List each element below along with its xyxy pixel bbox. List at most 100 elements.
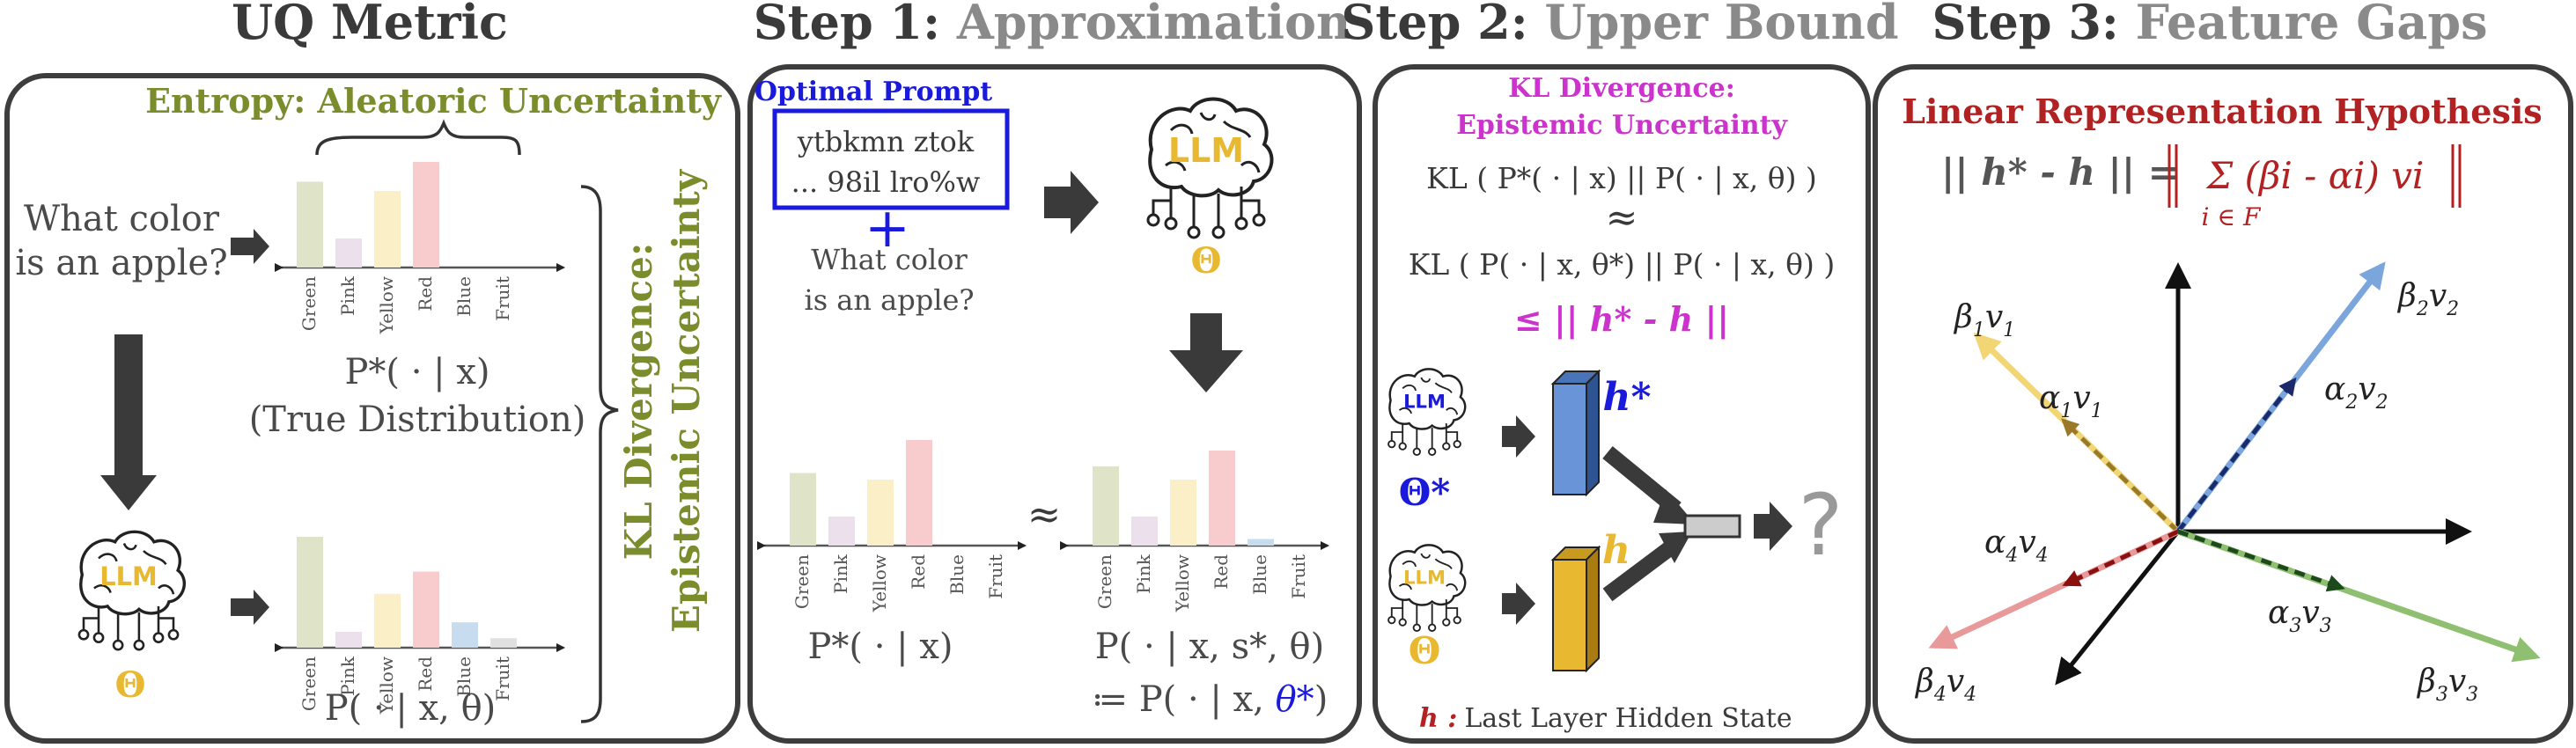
tick-label-pink: Pink	[830, 554, 851, 594]
kl-brace	[580, 185, 619, 723]
vector-alpha4	[2062, 529, 2180, 587]
bar-yellow	[867, 480, 894, 546]
label-beta1v1: β1v1	[1953, 299, 2015, 341]
tick-label-blue: Blue	[946, 554, 968, 595]
optimal-prompt-title: Optimal Prompt	[754, 77, 992, 107]
bar-red	[413, 571, 439, 648]
tick-label-red: Red	[1211, 554, 1232, 590]
kl-expr-a: KL ( P*( · | x) || P( · | x, θ) )	[1426, 161, 1817, 195]
lrh-eq-right: Σ (βi - αi) vi	[2205, 154, 2425, 197]
label-beta3v3: β3v3	[2416, 664, 2478, 706]
svg-text:LLM: LLM	[99, 561, 158, 591]
hidden-state-hstar	[1550, 369, 1601, 497]
axis-down-left	[2055, 530, 2180, 686]
header-uq-metric: UQ Metric	[232, 0, 508, 50]
llm-icon-step1: LLM	[1146, 97, 1274, 239]
question2-line2: is an apple?	[804, 283, 974, 317]
label-alpha2v2: α2v2	[2324, 371, 2388, 414]
label-alpha1v1: α1v1	[2039, 380, 2103, 422]
bar-green	[297, 181, 323, 268]
bar-pink	[1131, 517, 1158, 546]
true-dist-note: (True Distribution)	[249, 400, 586, 440]
label-alpha4v4: α4v4	[1984, 524, 2049, 567]
question-mark: ?	[1799, 476, 1844, 575]
header-step2: Step 2: Upper Bound	[1341, 0, 1898, 50]
kl-label-line2: Epistemic Uncertainty	[665, 168, 708, 633]
lrh-eq-left: || h* - h || =	[1941, 150, 2179, 194]
bar-blue	[452, 622, 478, 648]
llm-icon-theta: LLM	[1387, 544, 1467, 633]
theta-star: Θ*	[1399, 471, 1451, 514]
tick-label-pink: Pink	[337, 275, 358, 316]
arrow-question-to-llm	[100, 334, 157, 510]
llm-icon-theta-star: LLM	[1387, 368, 1467, 457]
bar-blue	[1248, 539, 1274, 546]
tick-label-green: Green	[791, 554, 813, 609]
theta-panel1: Θ	[115, 664, 146, 706]
vector-alpha2	[2176, 377, 2297, 533]
tick-label-fruit: Fruit	[492, 276, 513, 321]
tick-label-pink: Pink	[1133, 554, 1154, 594]
tick-label-yellow: Yellow	[1172, 554, 1193, 612]
h-star-label: h*	[1603, 375, 1652, 420]
arrow-h-head	[1659, 532, 1692, 563]
arrow-llm-to-model	[231, 590, 269, 625]
tick-label-pink: Pink	[337, 656, 358, 696]
norm-bars	[2168, 144, 2462, 208]
svg-text:LLM: LLM	[1168, 131, 1244, 170]
bar-yellow	[374, 191, 401, 268]
arrow-h-to-diff	[1602, 540, 1676, 602]
tick-label-red: Red	[415, 276, 436, 312]
arrow-to-h	[1502, 583, 1535, 625]
vector-alpha1	[2061, 418, 2180, 533]
tick-label-yellow: Yellow	[376, 276, 397, 334]
svg-text:LLM: LLM	[1403, 567, 1446, 589]
bar-red	[1209, 451, 1235, 546]
arrow-diff-to-question	[1754, 502, 1792, 551]
theta-step1: Θ	[1191, 240, 1222, 282]
header-step1: Step 1: Approximation	[754, 0, 1351, 50]
plus-sign: +	[865, 195, 910, 260]
label-alpha3v3: α3v3	[2268, 595, 2332, 637]
entropy-brace	[315, 119, 521, 156]
question2-line1: What color	[811, 243, 968, 276]
svg-text:LLM: LLM	[1403, 391, 1446, 413]
tick-label-yellow: Yellow	[869, 554, 890, 612]
chart-optimal-distribution: Green Pink Yellow Red Blue Fruit	[1060, 451, 1329, 612]
bar-pink	[335, 238, 362, 268]
tick-label-yellow: Yellow	[376, 656, 397, 715]
kl-approx: ≈	[1606, 195, 1638, 240]
bar-green	[790, 473, 816, 546]
tick-label-green: Green	[1094, 554, 1115, 609]
question-line1: What color	[24, 199, 220, 239]
panel-feature-gaps	[1873, 64, 2573, 744]
bar-green	[1093, 466, 1119, 546]
arrow-prompt-to-llm	[1044, 171, 1099, 234]
prompt-line2: ... 98il lro%w	[791, 165, 981, 199]
true-dist-label: P*( · | x)	[344, 352, 489, 392]
hidden-state-h	[1550, 545, 1601, 673]
label-beta2v2: β2v2	[2396, 278, 2459, 320]
panel-approximation	[747, 64, 1362, 744]
panel-uq-metric	[4, 73, 740, 744]
model-dist-label: P( · | x, θ)	[325, 688, 497, 729]
kl-leq: ≤ || h* - h ||	[1514, 299, 1729, 339]
opt-dist-line1: P( · | x, s*, θ)	[1095, 627, 1325, 667]
tick-label-fruit: Fruit	[492, 656, 513, 701]
kl-title-line2: Epistemic Uncertainty	[1456, 110, 1788, 141]
theta-step2: Θ	[1409, 629, 1441, 672]
bar-pink	[828, 517, 855, 546]
tick-label-red: Red	[908, 554, 929, 590]
label-beta4v4: β4v4	[1914, 664, 1976, 706]
h-label: h	[1602, 528, 1630, 573]
difference-node	[1683, 514, 1741, 539]
approx-step1: ≈	[1027, 490, 1062, 538]
arrow-to-hstar	[1502, 415, 1535, 458]
tick-label-fruit: Fruit	[1288, 554, 1309, 599]
bar-yellow	[1170, 480, 1196, 546]
tick-label-blue: Blue	[1249, 554, 1270, 595]
